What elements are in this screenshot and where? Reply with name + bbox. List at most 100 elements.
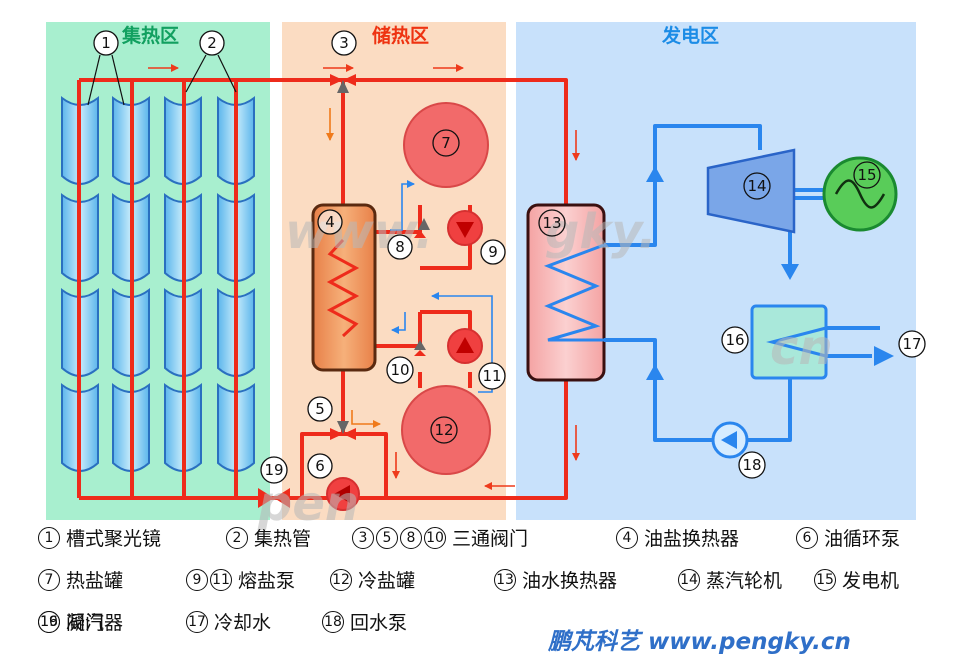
legend-label: 熔盐泵 bbox=[238, 570, 296, 592]
legend-label: 油盐换热器 bbox=[644, 528, 740, 550]
legend-number: 1 bbox=[38, 526, 60, 549]
callout-16: 16 bbox=[725, 331, 744, 349]
legend-item: 1 槽式聚光镜 bbox=[38, 524, 161, 551]
site-footer: 鹏芃科艺 www.pengky.cn bbox=[548, 629, 851, 655]
legend-item: 17 冷却水 bbox=[186, 608, 271, 635]
legend-number: 6 bbox=[796, 526, 818, 549]
legend-label: 槽式聚光镜 bbox=[66, 528, 162, 550]
legend-number: 8 bbox=[400, 526, 422, 549]
three-way-valve-10 bbox=[414, 340, 426, 356]
watermark-bottom: pen bbox=[257, 476, 359, 532]
callout-13: 13 bbox=[542, 214, 561, 232]
callout-12: 12 bbox=[434, 421, 453, 439]
legend-item: 18 回水泵 bbox=[322, 608, 407, 635]
legend-item: 13 油水换热器 bbox=[494, 566, 617, 593]
salt-pump-11-arrow bbox=[456, 337, 474, 353]
collector-zone-title: 集热区 bbox=[121, 24, 179, 47]
callout-1: 1 bbox=[101, 34, 111, 52]
hot-salt-tank bbox=[403, 102, 489, 188]
oil-water-heat-exchanger bbox=[526, 203, 606, 382]
salt-pump-9-arrow bbox=[456, 222, 474, 238]
steam-turbine bbox=[706, 148, 796, 234]
hx4-coil bbox=[326, 238, 360, 338]
callout-18: 18 bbox=[742, 456, 761, 474]
water-flow-arrows bbox=[646, 166, 894, 380]
legend-label: 三通阀门 bbox=[452, 528, 529, 550]
legend-label: 热盐罐 bbox=[66, 570, 124, 592]
legend-item: 7 热盐罐 bbox=[38, 566, 123, 593]
bypass-flow-arrows bbox=[326, 108, 381, 428]
legend-number: 10 bbox=[424, 526, 446, 549]
legend-number: 2 bbox=[226, 526, 248, 549]
legend-number: 15 bbox=[814, 568, 836, 591]
legend-label: 冷却水 bbox=[214, 612, 272, 634]
legend-number: 14 bbox=[678, 568, 700, 591]
callout-4: 4 bbox=[325, 213, 335, 231]
legend-number: 9 bbox=[186, 568, 208, 591]
callout-10: 10 bbox=[390, 361, 409, 379]
legend-label: 集热管 bbox=[254, 528, 312, 550]
water-pipes bbox=[604, 124, 880, 442]
legend-label: 油水换热器 bbox=[522, 570, 618, 592]
callout-2: 2 bbox=[207, 34, 217, 52]
legend-item: 15 发电机 bbox=[814, 566, 899, 593]
callout-9: 9 bbox=[488, 243, 498, 261]
condenser-coil bbox=[766, 326, 827, 358]
three-way-valve-3 bbox=[330, 74, 356, 93]
storage-zone-title: 储热区 bbox=[372, 24, 429, 47]
legend-number: 13 bbox=[494, 568, 516, 591]
watermark-mid: gky. bbox=[545, 204, 656, 260]
oil-flow-arrows bbox=[148, 64, 580, 490]
sine-wave-icon bbox=[834, 179, 886, 209]
legend-number: 7 bbox=[38, 568, 60, 591]
callout-6: 6 bbox=[315, 457, 325, 475]
callout-8: 8 bbox=[395, 238, 405, 256]
legend-number: 19 bbox=[38, 610, 60, 633]
legend-item: 12 冷盐罐 bbox=[330, 566, 415, 593]
callout-5: 5 bbox=[315, 400, 325, 418]
hx13-coil bbox=[543, 243, 605, 342]
legend-label: 凝汽器 bbox=[66, 612, 124, 634]
callouts: 1 2 3 4 5 6 7 8 9 10 11 12 bbox=[87, 30, 926, 484]
cold-salt-tank bbox=[401, 385, 491, 475]
valve-19 bbox=[258, 488, 290, 508]
callout-11: 11 bbox=[482, 367, 501, 385]
oil-salt-heat-exchanger bbox=[311, 203, 377, 372]
legend-label: 回水泵 bbox=[350, 612, 408, 634]
legend-label: 油循环泵 bbox=[824, 528, 901, 550]
power-zone-title: 发电区 bbox=[661, 24, 719, 47]
legend-label: 发电机 bbox=[842, 570, 900, 592]
callout-3: 3 bbox=[339, 34, 349, 52]
legend-number: 12 bbox=[330, 568, 352, 591]
callout-19: 19 bbox=[264, 461, 283, 479]
collector-tubes bbox=[77, 80, 238, 498]
callout-7: 7 bbox=[441, 134, 451, 152]
legend-number: 11 bbox=[210, 568, 232, 591]
return-pump-arrow bbox=[721, 431, 737, 449]
legend-label: 阀门 bbox=[66, 612, 105, 634]
legend-number: 5 bbox=[376, 526, 398, 549]
callout-17: 17 bbox=[902, 335, 921, 353]
legend-item: 14 蒸汽轮机 bbox=[678, 566, 782, 593]
legend-number: 18 bbox=[322, 610, 344, 633]
salt-flow-arrows bbox=[390, 180, 493, 393]
legend-item: 19 阀门 bbox=[38, 608, 104, 635]
legend-number: 17 bbox=[186, 610, 208, 633]
watermark-right: cn bbox=[770, 320, 833, 376]
condenser bbox=[750, 304, 828, 380]
callout-14: 14 bbox=[747, 177, 766, 195]
oil-pump-arrow bbox=[334, 485, 350, 503]
legend-label: 蒸汽轮机 bbox=[706, 570, 783, 592]
callout-15: 15 bbox=[857, 166, 876, 184]
legend-item: 6 油循环泵 bbox=[796, 524, 900, 551]
legend-label: 冷盐罐 bbox=[358, 570, 416, 592]
three-way-valve-5 bbox=[330, 421, 356, 440]
legend-number: 3 bbox=[352, 526, 374, 549]
